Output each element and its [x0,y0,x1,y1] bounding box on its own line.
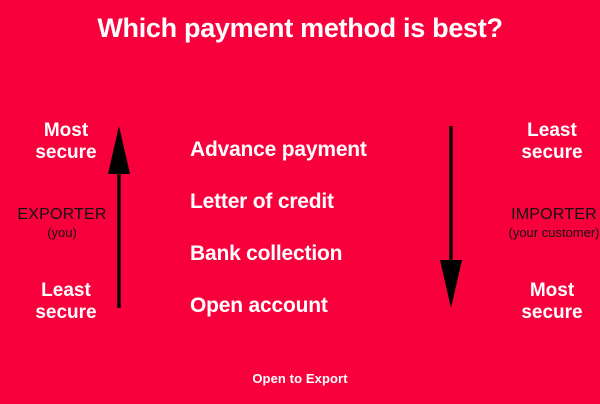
footer-brand: Open to Export [252,371,348,386]
exporter-bottom-security-label: Least secure [0,280,146,325]
importer-top-security-label: Least secure [472,120,600,165]
exporter-column: Most secure EXPORTER (you) Least secure [0,110,160,340]
exporter-bottom-security-line2: secure [35,302,97,324]
arrow-up-icon [108,126,130,308]
exporter-top-security-line2: secure [35,142,97,164]
arrow-down-icon [440,126,462,308]
exporter-party-name: EXPORTER [17,206,107,223]
importer-column: Least secure IMPORTER (your customer) Mo… [440,110,600,340]
importer-party-name: IMPORTER [511,206,597,223]
exporter-party-sub: (you) [47,225,77,241]
importer-bottom-security-line1: Most [529,280,575,301]
payment-method-item: Bank collection [190,242,343,266]
importer-bottom-security-label: Most secure [472,280,600,325]
exporter-top-security-line1: Most [43,120,89,141]
importer-bottom-security-line2: secure [521,302,583,324]
payment-method-list: Advance payment Letter of credit Bank co… [190,124,430,332]
page-title: Which payment method is best? [97,13,503,43]
exporter-bottom-security-line1: Least [41,280,91,301]
exporter-top-security-label: Most secure [0,120,146,165]
payment-method-item: Open account [190,294,328,318]
importer-top-security-line2: secure [521,142,583,164]
importer-top-security-line1: Least [527,120,577,141]
payment-method-item: Letter of credit [190,190,334,214]
importer-party: IMPORTER (your customer) [474,206,600,241]
importer-party-sub: (your customer) [508,225,600,241]
payment-method-item: Advance payment [190,138,367,162]
exporter-party: EXPORTER (you) [0,206,142,241]
